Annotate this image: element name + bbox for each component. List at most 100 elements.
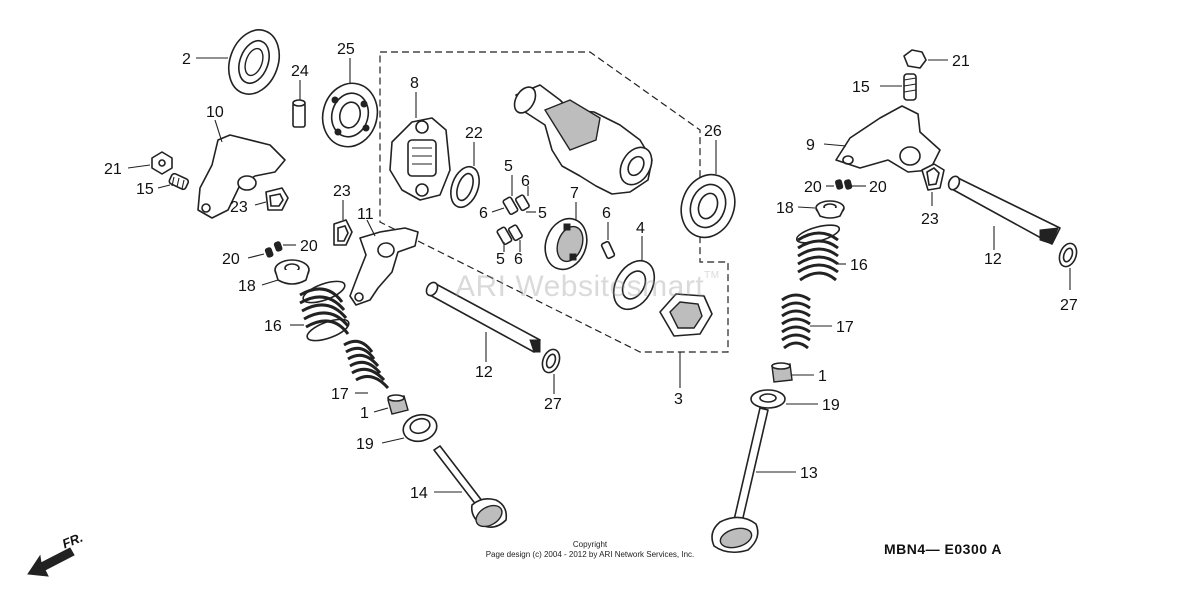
watermark-tm: TM — [704, 270, 720, 281]
part-18-retainer-right[interactable] — [815, 200, 845, 219]
fr-arrow-icon — [27, 547, 75, 577]
callout-26: 26 — [704, 123, 722, 140]
callout-21-right: 21 — [952, 53, 970, 70]
part-1-stem-seal-right[interactable] — [771, 362, 793, 383]
part-9-rocker-arm[interactable] — [835, 105, 941, 173]
part-20-cotter-right[interactable] — [835, 179, 853, 190]
part-23-gasket-center[interactable] — [333, 219, 353, 246]
callout-2: 2 — [182, 51, 191, 68]
part-5-pin-a[interactable] — [502, 196, 519, 215]
callout-6-right: 6 — [602, 205, 611, 222]
callout-27-center: 27 — [544, 396, 562, 413]
part-17-inner-spring-right[interactable] — [781, 293, 811, 350]
callout-12-right: 12 — [984, 251, 1002, 268]
part-20-cotter-left[interactable] — [264, 241, 283, 258]
callout-23-center: 23 — [333, 183, 351, 200]
callout-25: 25 — [337, 41, 355, 58]
part-21-nut-left[interactable] — [151, 151, 173, 175]
part-19-spring-seat-right[interactable] — [750, 389, 786, 409]
callout-13: 13 — [800, 465, 818, 482]
callout-6-bot: 6 — [514, 251, 523, 268]
callout-10: 10 — [206, 104, 224, 121]
callout-6-top: 6 — [521, 173, 530, 190]
callout-1-left: 1 — [360, 405, 369, 422]
callout-4: 4 — [636, 220, 645, 237]
callout-3: 3 — [674, 391, 683, 408]
part-16-outer-spring-right[interactable] — [795, 222, 841, 282]
part-11-rocker-arm[interactable] — [349, 227, 419, 306]
callout-20-right-a: 20 — [804, 179, 822, 196]
part-15-adjusting-screw-right[interactable] — [903, 73, 917, 101]
callout-15-right: 15 — [852, 79, 870, 96]
callout-18-left: 18 — [238, 278, 256, 295]
callout-12-center: 12 — [475, 364, 493, 381]
part-24-dowel-pin[interactable] — [292, 99, 306, 128]
part-10-rocker-arm[interactable] — [197, 134, 286, 219]
callout-8: 8 — [410, 75, 419, 92]
part-6-spring-a[interactable] — [514, 194, 530, 212]
callout-23-left: 23 — [230, 199, 248, 216]
part-14-valve[interactable] — [433, 445, 508, 531]
callout-20-left-a: 20 — [222, 251, 240, 268]
callout-19-right: 19 — [822, 397, 840, 414]
part-27-washer-center[interactable] — [539, 347, 562, 375]
part-15-adjusting-screw-left[interactable] — [168, 172, 190, 191]
callout-11: 11 — [357, 206, 374, 223]
part-6-pin-right[interactable] — [600, 240, 616, 260]
part-17-inner-spring-left[interactable] — [343, 339, 390, 390]
callout-17-left: 17 — [331, 386, 349, 403]
part-23-gasket-right[interactable] — [921, 163, 945, 191]
copyright-line-2: Page design (c) 2004 - 2012 by ARI Netwo… — [485, 550, 695, 559]
callout-23-right: 23 — [921, 211, 939, 228]
part-6-spring-b[interactable] — [507, 224, 523, 242]
callout-16-right: 16 — [850, 257, 868, 274]
callout-5-bot: 5 — [496, 251, 505, 268]
part-4-oil-seal[interactable] — [605, 253, 662, 316]
part-2-seal[interactable] — [220, 23, 288, 101]
callout-17-right: 17 — [836, 319, 854, 336]
callout-7: 7 — [570, 185, 579, 202]
part-26-bearing[interactable] — [673, 167, 744, 245]
callout-15-left: 15 — [136, 181, 154, 198]
callout-27-right: 27 — [1060, 297, 1078, 314]
callout-18-right: 18 — [776, 200, 794, 217]
callout-19-left: 19 — [356, 436, 374, 453]
camshaft[interactable] — [510, 83, 658, 195]
camshaft-group-outline — [379, 51, 729, 353]
part-16-outer-spring-left[interactable] — [299, 277, 351, 345]
part-12-rocker-shaft-right[interactable] — [947, 175, 1061, 245]
watermark: ARI WebsitesmartTM — [455, 270, 720, 304]
part-25-bearing[interactable] — [316, 77, 385, 153]
part-18-retainer-left[interactable] — [274, 259, 310, 285]
part-12-rocker-shaft-center[interactable] — [424, 280, 541, 353]
callout-9: 9 — [806, 137, 815, 154]
callout-1-right: 1 — [818, 368, 827, 385]
callout-22: 22 — [465, 125, 483, 142]
part-7-decomp-weight[interactable] — [538, 213, 593, 276]
part-22-o-ring[interactable] — [446, 163, 485, 211]
callout-5-mid: 5 — [538, 205, 547, 222]
diagram-code: MBN4— E0300 A — [884, 541, 1003, 557]
part-1-stem-seal-left[interactable] — [387, 394, 409, 415]
callout-16-left: 16 — [264, 318, 282, 335]
part-3-cover-plate[interactable] — [659, 293, 713, 337]
copyright-line-1: Copyright — [572, 540, 608, 549]
part-21-nut-right[interactable] — [903, 49, 927, 69]
part-13-valve[interactable] — [711, 407, 769, 554]
copyright-notice: Copyright Page design (c) 2004 - 2012 by… — [440, 540, 740, 560]
callout-5-top: 5 — [504, 158, 513, 175]
part-23-gasket-left[interactable] — [265, 187, 289, 211]
callout-20-right-b: 20 — [869, 179, 887, 196]
callout-6-mid: 6 — [479, 205, 488, 222]
callout-24: 24 — [291, 63, 309, 80]
part-5-pin-b[interactable] — [496, 226, 513, 245]
callout-14: 14 — [410, 485, 428, 502]
callout-20-left-b: 20 — [300, 238, 318, 255]
callout-21-left: 21 — [104, 161, 122, 178]
watermark-text: ARI Websitesmart — [455, 270, 705, 303]
part-8-cam-holder[interactable] — [389, 117, 451, 201]
part-27-washer-right[interactable] — [1056, 241, 1079, 269]
part-19-spring-seat-left[interactable] — [400, 411, 440, 445]
